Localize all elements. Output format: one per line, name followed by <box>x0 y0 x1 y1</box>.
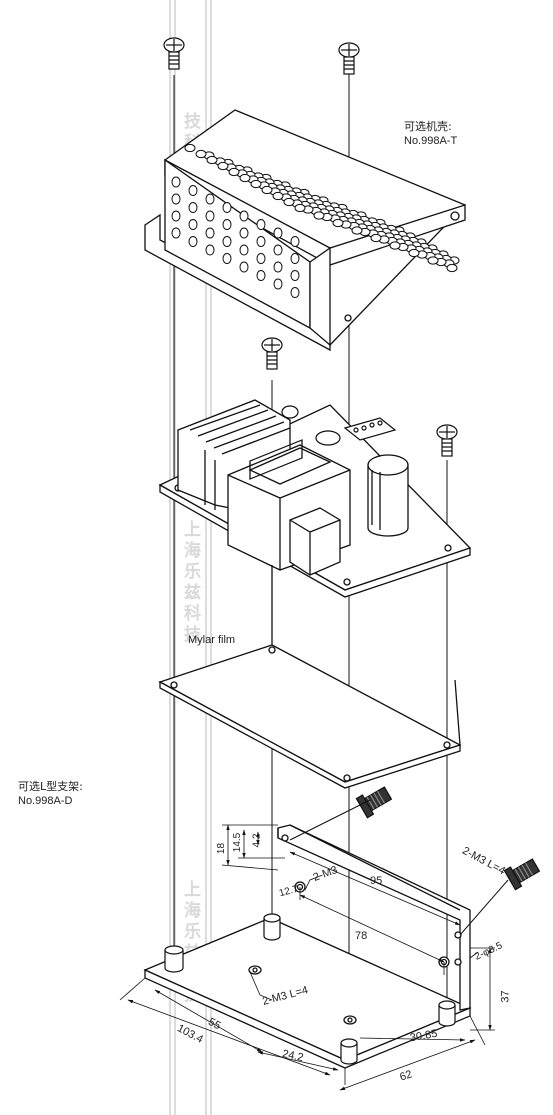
bracket-title: 可选L型支架: <box>18 780 83 793</box>
perforation-hole <box>332 218 344 228</box>
perforation-hole <box>228 167 240 177</box>
case-title: 可选机壳: <box>404 120 452 133</box>
watermark-middle: 上海乐兹科技 <box>180 520 200 646</box>
perforation-hole <box>272 191 284 201</box>
perforation-hole <box>294 203 306 213</box>
perforation-hole <box>206 155 218 165</box>
dimension-lines <box>119 824 495 1091</box>
screw-axis-lines <box>289 799 509 936</box>
perforation-hole <box>222 202 232 213</box>
perforation-hole <box>188 219 198 230</box>
perforation-hole <box>446 263 458 273</box>
case-holes <box>171 176 300 298</box>
perforation-hole <box>205 227 215 239</box>
case-model: No.998A-T <box>404 135 458 147</box>
perforation-hole <box>195 149 207 159</box>
perforation-hole <box>188 236 198 247</box>
perforation-hole <box>408 248 420 258</box>
perforation-hole <box>290 236 300 247</box>
perforation-hole <box>171 176 181 188</box>
perforation-hole <box>273 227 283 239</box>
film-label: Mylar film <box>188 634 236 646</box>
dimension-label: 4.2 <box>251 833 263 848</box>
mylar-film <box>158 565 462 789</box>
perforation-hole <box>222 219 232 230</box>
perforation-hole <box>250 179 262 189</box>
perforation-hole <box>171 227 181 239</box>
perforation-hole <box>290 270 300 281</box>
perforation-hole <box>256 236 266 247</box>
perforation-hole <box>313 211 325 220</box>
perforation-hole <box>171 193 181 205</box>
perforation-hole <box>222 236 232 247</box>
perforation-hole <box>205 244 215 256</box>
perforation-hole <box>205 193 215 205</box>
screw-icon <box>261 337 283 370</box>
dimension-label: 78 <box>355 930 368 942</box>
perforation-hole <box>188 202 198 213</box>
capacitor <box>367 454 409 537</box>
dimension-label: 95 <box>370 875 383 887</box>
dimension-label: 14.5 <box>232 832 244 853</box>
perforation-hole <box>370 233 382 243</box>
perforation-hole <box>256 253 266 264</box>
perforation-hole <box>222 253 232 264</box>
perforation-hole <box>188 185 198 196</box>
perforation-hole <box>283 197 295 207</box>
perforation-hole <box>239 210 249 222</box>
perforation-hole <box>389 241 401 250</box>
screw-icon <box>163 37 185 70</box>
perforation-hole <box>239 244 249 256</box>
case-holes <box>184 143 460 273</box>
dimension-label: 18 <box>216 842 228 855</box>
perforation-hole <box>273 244 283 256</box>
perforation-hole <box>256 270 266 281</box>
inductor <box>289 507 341 576</box>
perforation-hole <box>427 256 439 265</box>
bracket-model: No.998A-D <box>18 795 73 807</box>
perforation-hole <box>184 143 196 153</box>
perforation-hole <box>273 261 283 273</box>
perforation-hole <box>273 278 283 290</box>
perforation-hole <box>217 161 229 171</box>
connector <box>281 405 397 446</box>
screw-icon <box>436 424 458 457</box>
perforation-hole <box>205 210 215 222</box>
perforation-hole <box>261 185 273 195</box>
screw-icon <box>338 42 360 75</box>
dimension-label: 37 <box>499 990 512 1003</box>
perforation-hole <box>290 287 300 298</box>
perforation-hole <box>171 210 181 222</box>
perforation-hole <box>351 226 363 235</box>
perforation-hole <box>239 227 249 239</box>
perforation-hole <box>239 261 249 273</box>
perforation-hole <box>290 253 300 264</box>
perforation-hole <box>256 219 266 230</box>
perforation-hole <box>239 173 251 183</box>
bracket-screw-icon <box>355 786 541 891</box>
